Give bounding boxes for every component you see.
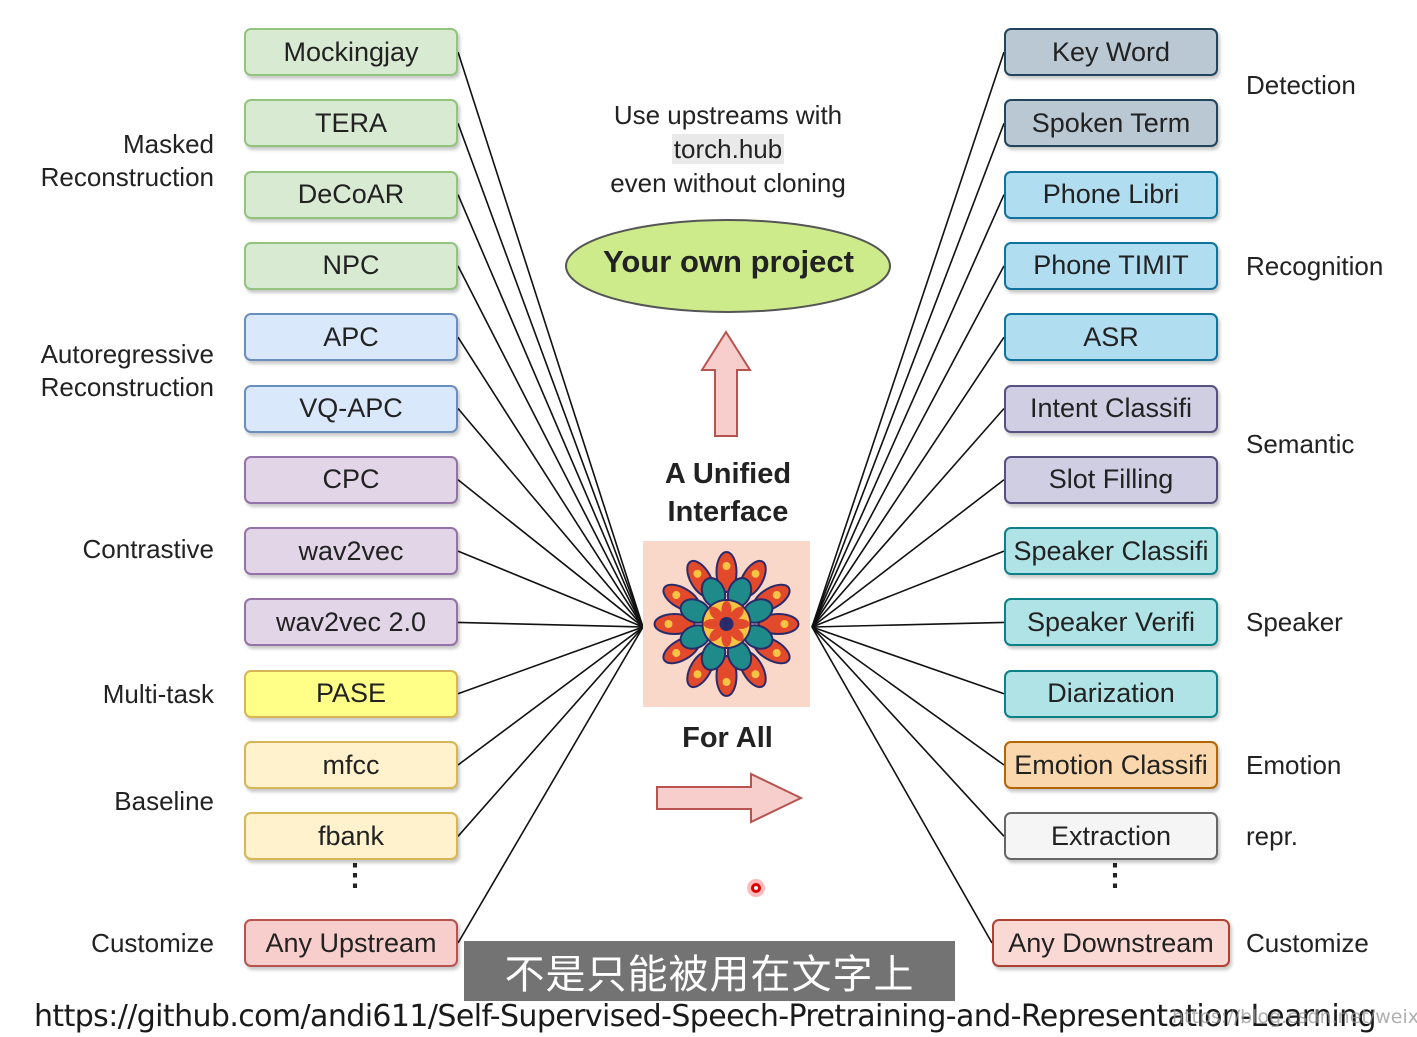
category-detection: Detection [1246,70,1356,100]
category-repr: repr. [1246,821,1299,851]
downstream-connector [811,265,1005,628]
downstream-connector [811,626,1005,695]
downstream-box: ASR [1004,313,1218,362]
mandala-icon [643,541,810,707]
upstream-box: VQ-APC [244,384,458,433]
category-semantic: Semantic [1246,429,1355,459]
downstream-box: Slot Filling [1004,455,1218,504]
hub-note-code: torch.hub [671,134,785,164]
upstream-box: APC [244,313,458,362]
upstream-connector [457,626,644,944]
downstream-connector [811,336,1005,628]
category-customize-downstream: Customize [1246,928,1369,958]
upstream-box: TERA [244,99,458,148]
upstream-connector [457,626,644,695]
category-speaker: Speaker [1246,607,1343,637]
category-baseline: Baseline [114,786,214,816]
hub-note-line3: even without cloning [610,168,846,198]
category-emotion: Emotion [1246,750,1342,780]
for-all-label: For All [682,722,773,754]
upstream-connector [457,407,644,628]
project-ellipse [565,219,891,313]
downstream-ellipsis: ⋮ [1100,859,1130,892]
downstream-box: Phone TIMIT [1004,241,1218,290]
upstream-box: fbank [244,812,458,861]
downstream-connector [811,626,1005,766]
upstream-connector [457,621,644,628]
upstream-box: wav2vec [244,527,458,576]
arrow-right-icon [656,772,803,824]
upstream-box: Mockingjay [244,28,458,76]
upstream-connector [457,626,644,766]
upstream-connector [457,626,644,837]
upstream-box: NPC [244,241,458,290]
laser-pointer-dot [747,879,765,897]
downstream-box: Emotion Classifi [1004,741,1218,789]
upstream-connector [457,194,644,628]
arrow-up-icon [700,330,752,437]
upstream-box: Any Upstream [244,919,458,967]
downstream-box: Speaker Classifi [1004,527,1218,576]
downstream-connector [811,123,1005,628]
project-label: Your own project [603,244,854,279]
upstream-connector [457,265,644,628]
downstream-connector [811,407,1005,628]
downstream-box: Intent Classifi [1004,384,1218,433]
unified-interface-title: A Unified Interface [664,458,792,528]
source-url-link[interactable]: https://github.com/andi611/Self-Supervis… [34,999,1377,1034]
upstream-connector [457,550,644,628]
category-masked-reconstruction: Masked Reconstruction [40,129,214,192]
category-recognition: Recognition [1246,251,1384,281]
downstream-connector [811,626,1005,837]
upstream-box: DeCoAR [244,170,458,219]
upstream-box: CPC [244,455,458,504]
downstream-connector [811,621,1005,628]
downstream-box: Diarization [1004,669,1218,718]
hub-note-line1: Use upstreams with [613,100,843,130]
downstream-box: Phone Libri [1004,170,1218,219]
downstream-connector [811,51,1005,628]
downstream-connector [811,479,1005,628]
category-autoregressive-reconstruction: Autoregressive Reconstruction [40,339,214,402]
downstream-connector [811,626,993,944]
downstream-connector [811,194,1005,628]
downstream-box: Extraction [1004,812,1218,861]
video-subtitle: 不是只能被用在文字上 [464,941,955,1001]
upstream-connector [457,123,644,628]
downstream-box: Key Word [1004,28,1218,76]
upstream-connector [457,479,644,628]
upstream-connector [457,51,644,628]
upstream-box: mfcc [244,741,458,789]
torch-hub-note: Use upstreams with torch.hub even withou… [586,98,870,200]
category-customize-upstream: Customize [91,928,214,958]
category-contrastive: Contrastive [82,534,215,564]
downstream-box: Any Downstream [992,919,1230,967]
upstream-box: wav2vec 2.0 [244,598,458,647]
category-multi-task: Multi-task [102,679,214,709]
downstream-connector [811,550,1005,628]
upstream-connector [457,336,644,628]
downstream-box: Spoken Term [1004,99,1218,148]
downstream-box: Speaker Verifi [1004,598,1218,647]
upstream-ellipsis: ⋮ [340,859,370,892]
upstream-box: PASE [244,669,458,718]
watermark: https://blog.csdn.net/weixin_... [1172,1006,1417,1028]
